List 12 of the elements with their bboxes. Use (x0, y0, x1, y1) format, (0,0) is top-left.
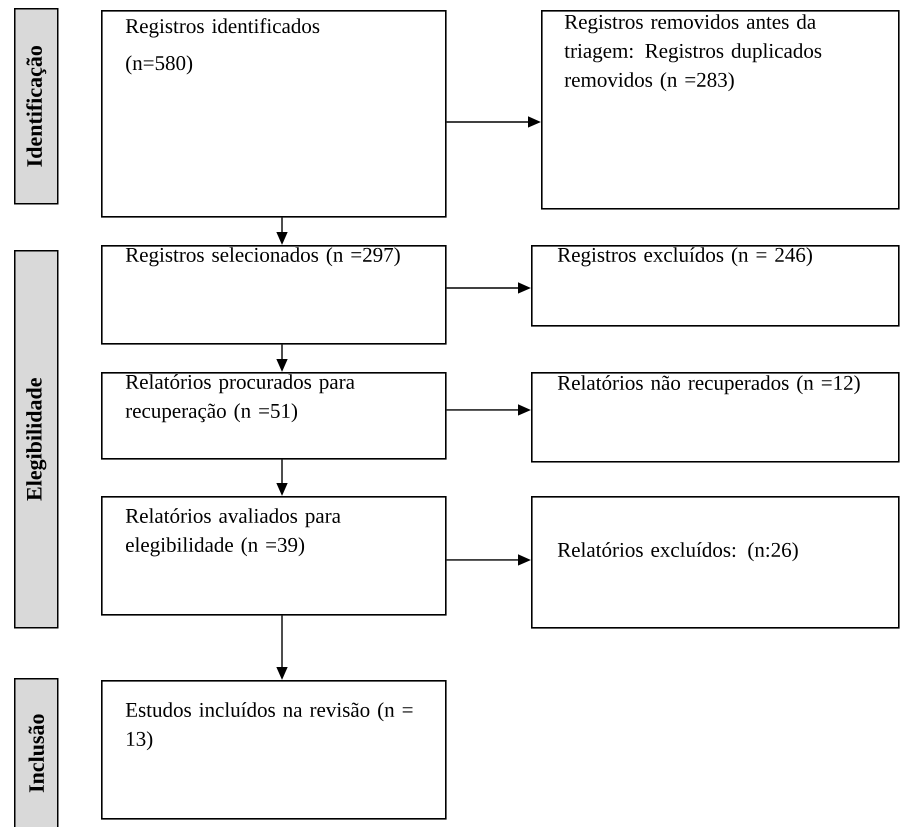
process-box: Registros selecionados (n =297) (101, 244, 447, 345)
process-box: Relatórios não recuperados (n =12) (531, 372, 900, 463)
stage-band: Identificação (14, 8, 58, 204)
process-box: Registros removidos antes da triagem: Registros duplicados removidos (n =283) (541, 10, 900, 210)
stage-band: Elegibilidade (14, 250, 58, 628)
process-box: Relatórios excluídos: (n:26) (531, 496, 900, 629)
process-box: Registros identificados (n=580) (101, 10, 447, 218)
process-box: Estudos incluídos na revisão (n = 13) (101, 680, 447, 820)
process-box: Relatórios procurados para recuperação (n =51) (101, 372, 447, 460)
stage-band: Inclusão (14, 678, 58, 827)
process-box: Relatórios avaliados para elegibilidade (n =39) (101, 496, 447, 616)
process-box: Registros excluídos (n = 246) (531, 244, 900, 327)
